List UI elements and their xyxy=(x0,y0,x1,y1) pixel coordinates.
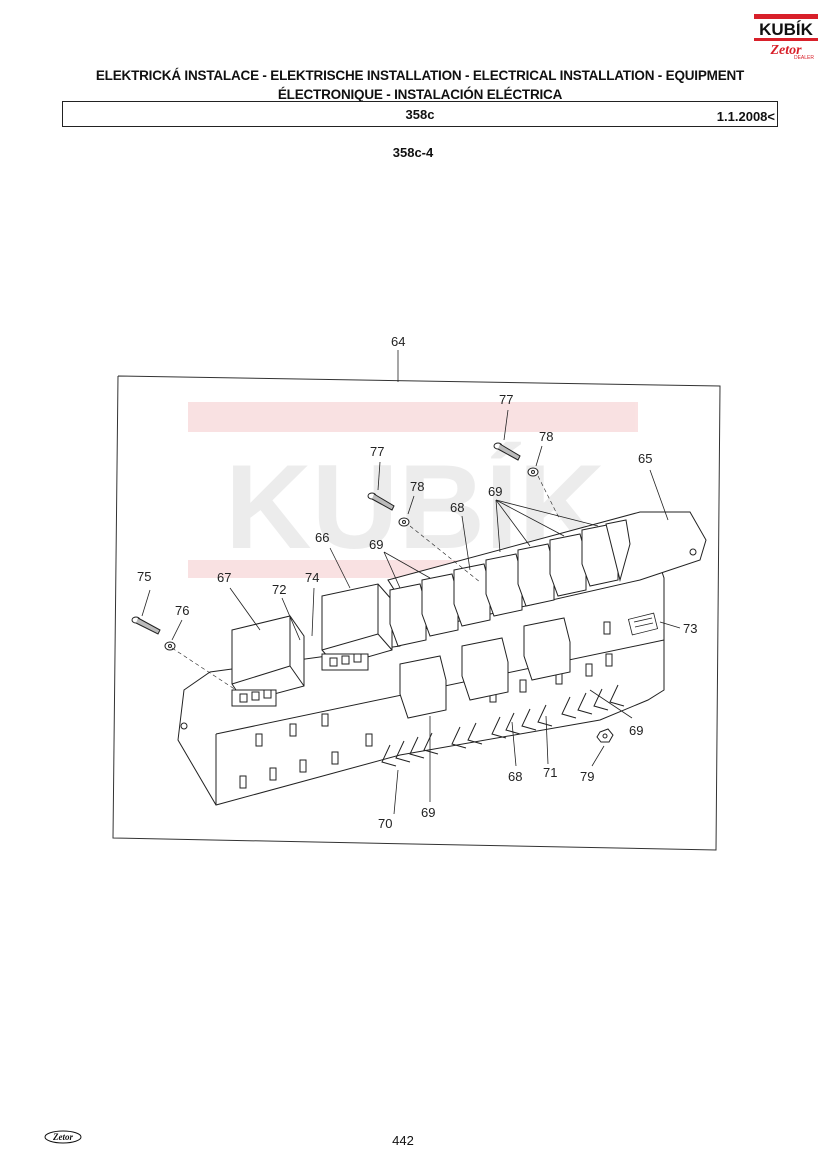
nut-79 xyxy=(596,728,614,743)
leader-lines xyxy=(141,350,681,815)
callout-67: 67 xyxy=(217,570,231,585)
page-number: 442 xyxy=(392,1133,414,1148)
callout-labels: 64 65 66 67 68 69 69 69 69 70 71 72 73 7… xyxy=(137,334,697,831)
page-title-line-2: ÉLECTRONIQUE - INSTALACIÓN ELÉCTRICA xyxy=(277,87,563,102)
callout-77: 77 xyxy=(370,444,384,459)
callout-71: 71 xyxy=(543,765,557,780)
diagram-frame xyxy=(112,375,721,851)
washer-78b xyxy=(527,467,539,477)
callout-68: 68 xyxy=(508,769,522,784)
callout-70: 70 xyxy=(378,816,392,831)
figure-code: 358c-4 xyxy=(392,145,434,160)
callout-68: 68 xyxy=(450,500,464,515)
svg-text:KUBÍK: KUBÍK xyxy=(759,20,814,39)
callout-76: 76 xyxy=(175,603,189,618)
callout-78: 78 xyxy=(410,479,424,494)
callout-72: 72 xyxy=(272,582,286,597)
callout-69: 69 xyxy=(421,805,435,820)
label-plate-73 xyxy=(627,612,659,636)
callout-77: 77 xyxy=(499,392,513,407)
callout-64: 64 xyxy=(391,334,405,349)
page-title-line-1: ELEKTRICKÁ INSTALACE - ELEKTRISCHE INSTA… xyxy=(95,68,745,83)
callout-73: 73 xyxy=(683,621,697,636)
washer-78a xyxy=(398,517,410,527)
svg-text:DEALER: DEALER xyxy=(794,55,814,60)
board-slots xyxy=(239,621,613,789)
callout-79: 79 xyxy=(580,769,594,784)
section-code: 358c xyxy=(405,107,435,122)
section-info-bar: 358c 1.1.2008< xyxy=(62,101,778,127)
callout-65: 65 xyxy=(638,451,652,466)
terminal-pins xyxy=(381,684,625,767)
validity-date: 1.1.2008< xyxy=(716,109,775,124)
zetor-footer-logo: Zetor xyxy=(44,1130,82,1144)
relay-row-bottom xyxy=(399,617,571,719)
relay-67 xyxy=(231,615,305,707)
svg-text:Zetor: Zetor xyxy=(769,43,802,58)
callout-78: 78 xyxy=(539,429,553,444)
relay-row-top xyxy=(389,519,631,647)
relay-66 xyxy=(321,583,393,671)
fasteners xyxy=(131,442,614,743)
kubik-zetor-logo: KUBÍK Zetor DEALER xyxy=(754,14,818,60)
callout-74: 74 xyxy=(305,570,319,585)
screw-77a xyxy=(367,492,395,511)
callout-69: 69 xyxy=(629,723,643,738)
callout-69: 69 xyxy=(488,484,502,499)
callout-75: 75 xyxy=(137,569,151,584)
callout-69: 69 xyxy=(369,537,383,552)
callout-66: 66 xyxy=(315,530,329,545)
screw-75 xyxy=(131,616,161,635)
screw-77b xyxy=(493,442,521,461)
leader-dashes xyxy=(171,475,561,691)
svg-text:Zetor: Zetor xyxy=(52,1132,73,1142)
